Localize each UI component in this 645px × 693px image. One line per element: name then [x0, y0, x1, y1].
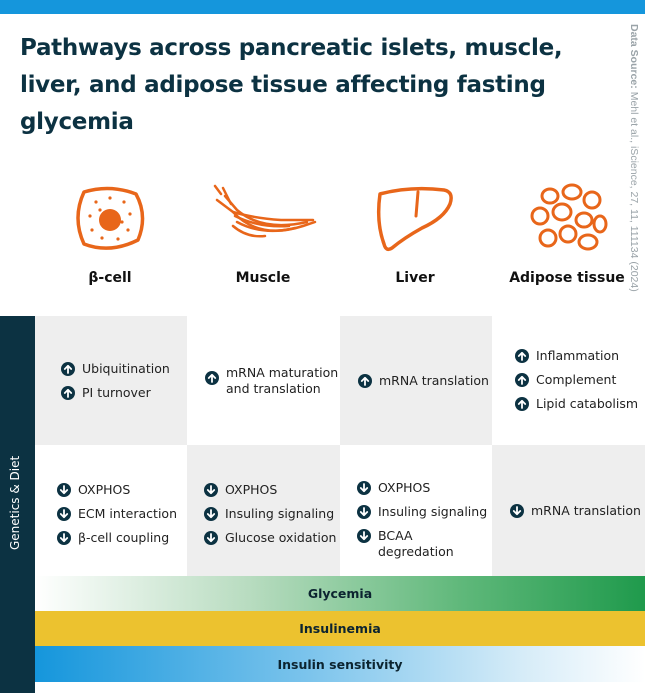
- list-item: BCAA degredation: [357, 528, 492, 560]
- list-item: OXPHOS: [357, 480, 492, 496]
- arrow-up-icon: [358, 373, 372, 388]
- arrow-down-icon: [57, 483, 71, 497]
- list-item: mRNA translation: [358, 373, 492, 389]
- arrow-up-icon: [515, 397, 529, 411]
- list-item: Insuling signaling: [357, 504, 492, 520]
- page-title: Pathways across pancreatic islets, muscl…: [20, 35, 563, 135]
- liver-up-cell: mRNA translation: [340, 316, 492, 445]
- arrow-down-icon: [357, 481, 371, 495]
- insulinemia-label: Insulinemia: [299, 621, 381, 636]
- adipose-icon: [530, 183, 608, 251]
- glycemia-bar: Glycemia: [35, 576, 645, 611]
- insulin-sensitivity-label: Insulin sensitivity: [277, 656, 403, 672]
- muscle-icon: [213, 184, 317, 238]
- adipose-up-cell: Inflammation Complement Lipid catabolism: [492, 316, 645, 445]
- list-item: Complement: [515, 372, 645, 388]
- beta-cell-down-cell: OXPHOS ECM interaction β-cell coupling: [35, 445, 187, 576]
- list-item: OXPHOS: [57, 482, 187, 498]
- glycemia-label: Glycemia: [307, 586, 373, 601]
- arrow-down-icon: [357, 529, 371, 543]
- list-item: mRNA maturation and translation: [205, 365, 340, 397]
- arrow-down-icon: [204, 483, 218, 497]
- arrow-up-icon: [205, 370, 219, 385]
- liver-icon: [376, 186, 453, 252]
- insulinemia-bar: Insulinemia: [35, 611, 645, 646]
- arrow-down-icon: [204, 531, 218, 545]
- list-item: PI turnover: [61, 385, 187, 401]
- liver-column-header: [340, 182, 490, 254]
- arrow-up-icon: [61, 385, 75, 400]
- data-source-label: Data Source:: [628, 24, 640, 89]
- arrow-up-icon: [515, 349, 529, 363]
- muscle-up-cell: mRNA maturation and translation: [187, 316, 340, 445]
- adipose-column-header: [492, 182, 642, 254]
- genetics-diet-sidebar: Genetics & Diet: [0, 316, 35, 693]
- muscle-label: Muscle: [235, 270, 291, 286]
- arrow-down-icon: [57, 507, 71, 521]
- insulin-sensitivity-bar: Insulin sensitivity: [35, 646, 645, 682]
- arrow-down-icon: [57, 531, 71, 545]
- beta-cell-up-cell: Ubiquitination PI turnover: [35, 316, 187, 445]
- genetics-diet-label: Genetics & Diet: [8, 455, 22, 550]
- list-item: mRNA translation: [510, 503, 645, 519]
- beta-cell-icon: [76, 186, 145, 250]
- list-item: Glucose oxidation: [204, 530, 340, 546]
- list-item: β-cell coupling: [57, 530, 187, 546]
- beta-cell-label: β-cell: [88, 270, 132, 286]
- arrow-down-icon: [204, 507, 218, 521]
- arrow-up-icon: [515, 373, 529, 387]
- liver-down-cell: OXPHOS Insuling signaling BCAA degredati…: [340, 445, 492, 576]
- top-accent-bar: [0, 0, 645, 14]
- beta-cell-column-header: [35, 182, 185, 254]
- list-item: Inflammation: [515, 348, 645, 364]
- muscle-column-header: [188, 182, 338, 254]
- list-item: ECM interaction: [57, 506, 187, 522]
- arrow-down-icon: [357, 505, 371, 519]
- list-item: Lipid catabolism: [515, 396, 645, 412]
- adipose-tissue-label: Adipose tissue: [509, 270, 625, 286]
- arrow-up-icon: [61, 361, 75, 376]
- list-item: Ubiquitination: [61, 361, 187, 377]
- muscle-down-cell: OXPHOS Insuling signaling Glucose oxidat…: [187, 445, 340, 576]
- adipose-down-cell: mRNA translation: [492, 445, 645, 576]
- list-item: Insuling signaling: [204, 506, 340, 522]
- list-item: OXPHOS: [204, 482, 340, 498]
- liver-label: Liver: [395, 270, 435, 286]
- arrow-down-icon: [510, 503, 524, 518]
